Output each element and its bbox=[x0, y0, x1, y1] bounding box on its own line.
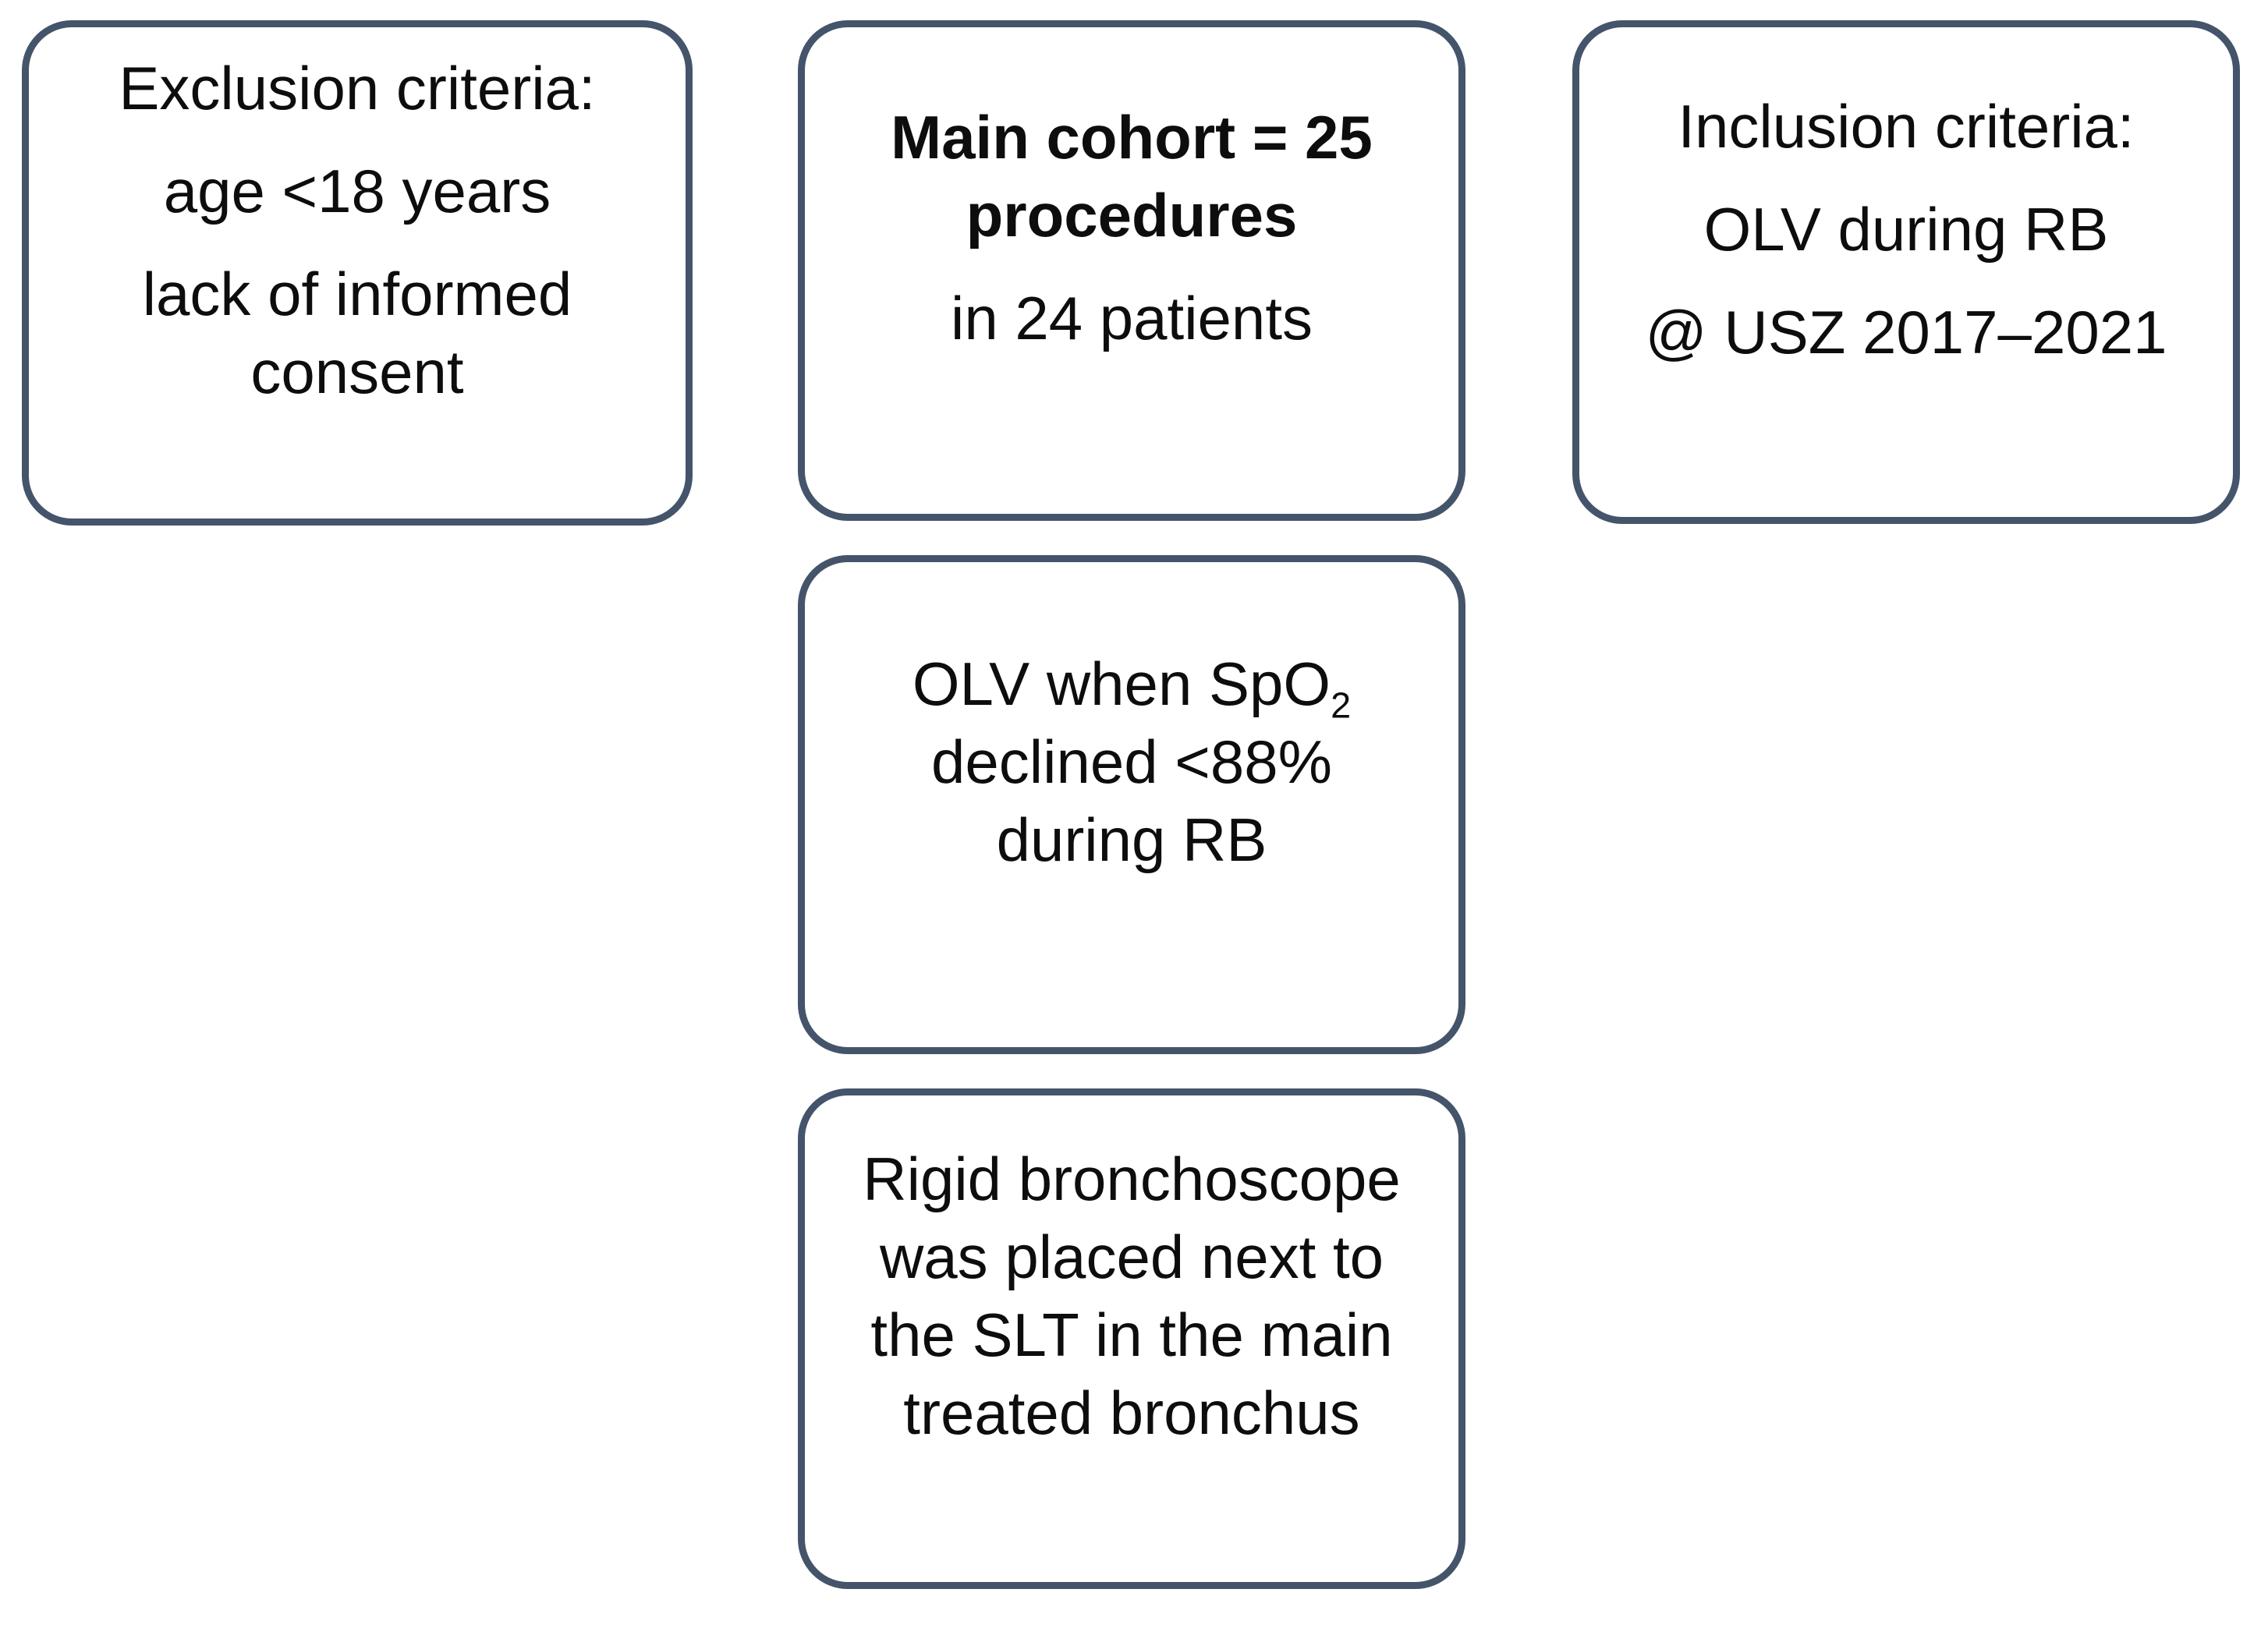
olv-desaturation-rest: declined <88% during RB bbox=[931, 727, 1332, 874]
olv-desaturation-text: OLV when SpO2 declined <88% during RB bbox=[913, 645, 1351, 879]
inclusion-criteria-text-area: Inclusion criteria: OLV during RB @ USZ … bbox=[1595, 27, 2217, 517]
exclusion-criteria-box: Exclusion criteria: age <18 years lack o… bbox=[22, 20, 693, 526]
inclusion-criteria-olv: OLV during RB bbox=[1703, 195, 2109, 264]
exclusion-criteria-title: Exclusion criteria: bbox=[119, 54, 596, 122]
inclusion-criteria-site-years: @ USZ 2017–2021 bbox=[1645, 298, 2167, 366]
olv-desaturation-text-area: OLV when SpO2 declined <88% during RB bbox=[820, 562, 1443, 1047]
main-cohort-patients-text: in 24 patients bbox=[950, 284, 1313, 352]
main-cohort-box: Main cohort = 25 procedures in 24 patien… bbox=[798, 20, 1465, 521]
inclusion-criteria-box: Inclusion criteria: OLV during RB @ USZ … bbox=[1572, 20, 2240, 524]
rigid-bronchoscope-box: Rigid bronchoscope was placed next to th… bbox=[798, 1088, 1465, 1589]
exclusion-criteria-consent: lack of informed consent bbox=[142, 260, 572, 406]
rigid-bronchoscope-text: Rigid bronchoscope was placed next to th… bbox=[863, 1145, 1401, 1447]
spo2-subscript: 2 bbox=[1331, 685, 1352, 726]
olv-desaturation-prefix: OLV when SpO bbox=[912, 649, 1331, 718]
exclusion-criteria-text-area: Exclusion criteria: age <18 years lack o… bbox=[44, 27, 670, 518]
olv-desaturation-box: OLV when SpO2 declined <88% during RB bbox=[798, 555, 1465, 1054]
exclusion-criteria-age: age <18 years bbox=[163, 157, 551, 225]
inclusion-criteria-title: Inclusion criteria: bbox=[1678, 92, 2135, 161]
main-cohort-text-area: Main cohort = 25 procedures in 24 patien… bbox=[820, 27, 1443, 514]
main-cohort-bold-text: Main cohort = 25 procedures bbox=[891, 103, 1373, 250]
rigid-bronchoscope-text-area: Rigid bronchoscope was placed next to th… bbox=[820, 1095, 1443, 1582]
